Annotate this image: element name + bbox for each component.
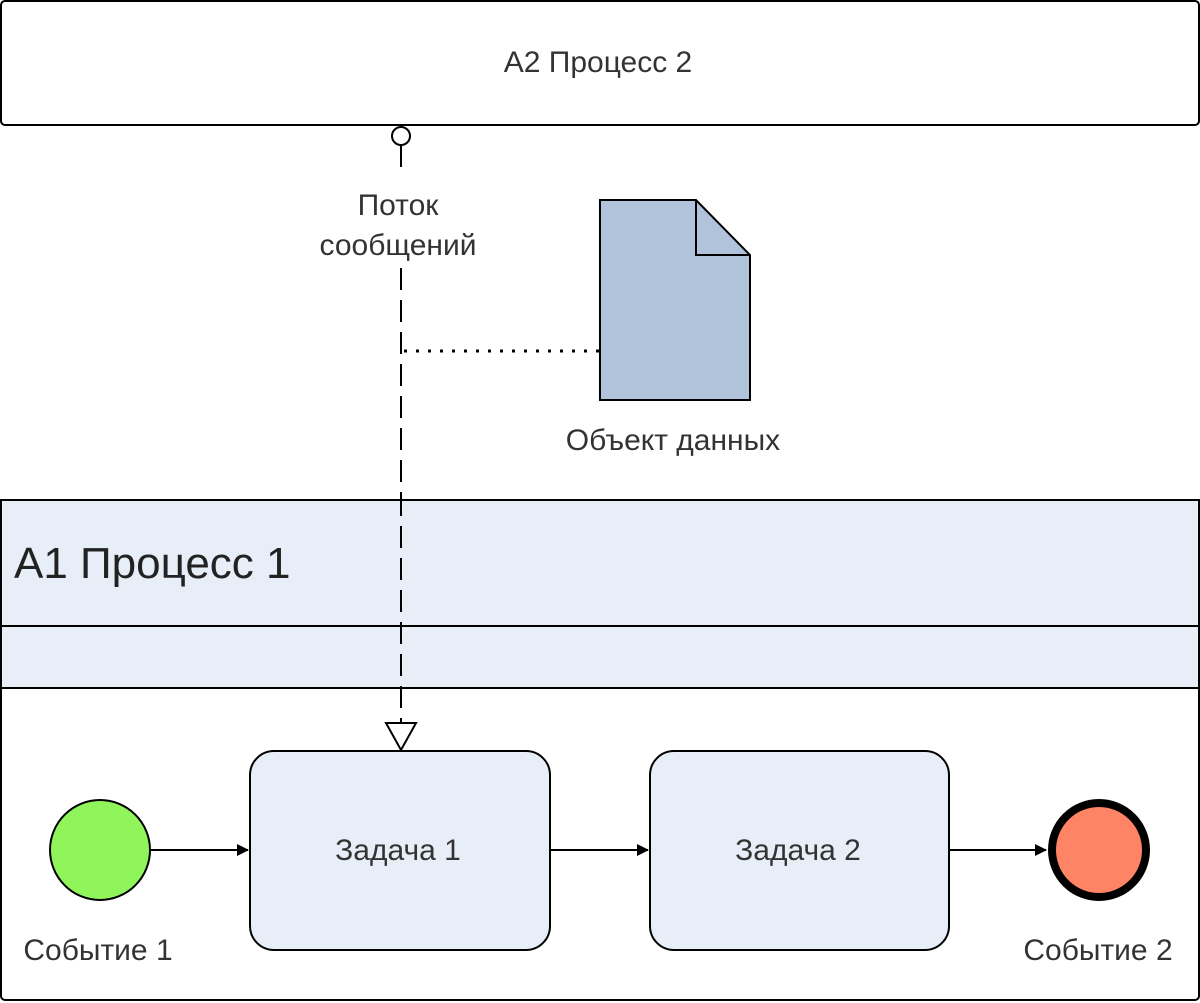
task-1-label: Задача 1 [335,834,461,867]
task-1[interactable]: Задача 1 [249,750,551,951]
end-event[interactable]: Событие 2 [1023,799,1173,967]
data-object-shape [599,199,751,401]
end-event-label: Событие 2 [1023,934,1172,967]
end-event-circle [1048,799,1150,901]
task-2[interactable]: Задача 2 [649,750,950,951]
start-event-label: Событие 1 [23,934,172,967]
message-flow-start-circle [391,126,411,146]
pool-process-2[interactable]: A2 Процесс 2 [0,0,1200,126]
pool-process-2-label: A2 Процесс 2 [504,46,693,79]
pool-process-1-header [0,499,1200,689]
start-event-circle [49,799,151,901]
message-flow-label-line1: Поток [358,189,440,222]
pool-process-1-label: A1 Процесс 1 [14,539,290,588]
message-flow[interactable]: Поток сообщений [319,126,477,753]
message-flow-label-line2: сообщений [319,229,476,262]
data-object-label: Объект данных [566,424,780,457]
task-2-label: Задача 2 [735,834,861,867]
message-flow-arrowhead-top [384,722,418,753]
data-object-fold [695,200,750,256]
start-event[interactable]: Событие 1 [23,799,173,967]
data-object[interactable]: Объект данных [566,199,780,457]
pool-process-2-box [0,0,1200,126]
pool-process-1[interactable]: A1 Процесс 1 [0,499,1200,1001]
